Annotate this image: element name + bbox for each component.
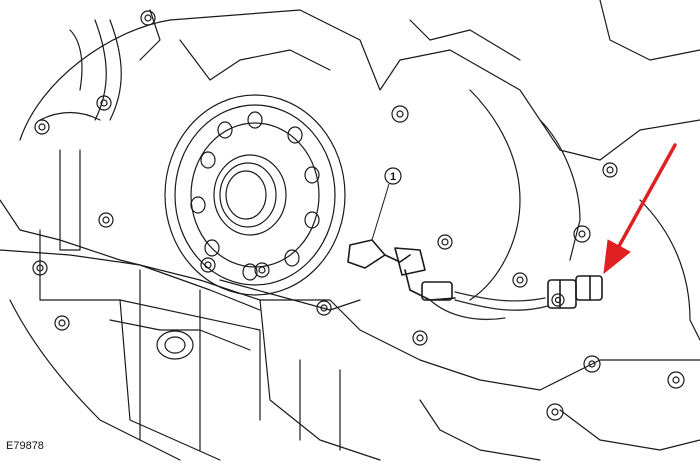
harness-connector: [547, 275, 603, 309]
crankshaft-pulley: [164, 94, 346, 296]
coolant-hoses: [39, 9, 161, 251]
sensor-wiring-harness: [429, 291, 549, 321]
oil-sump: [119, 299, 341, 451]
callout-1: 1: [371, 167, 402, 241]
crankshaft-position-sensor: [347, 239, 456, 301]
bolts: [32, 10, 685, 421]
callout-1-label: 1: [390, 171, 396, 183]
figure-id-label: E79878: [6, 440, 44, 452]
red-pointer-arrow-icon: [603, 143, 677, 275]
